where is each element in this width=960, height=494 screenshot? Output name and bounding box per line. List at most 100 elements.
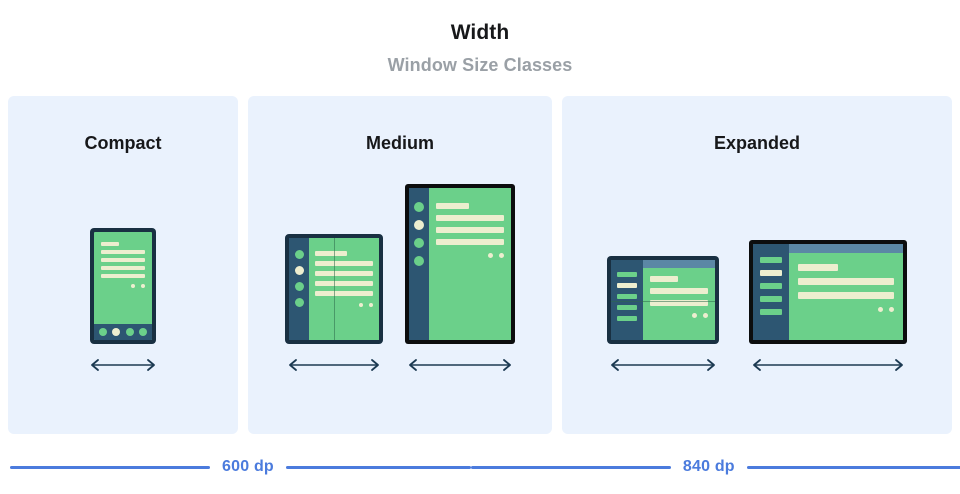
nav-rail-item-active[interactable]	[294, 266, 304, 275]
page-subtitle: Window Size Classes	[387, 55, 573, 75]
scale-rule-segment	[746, 465, 960, 469]
content-line	[101, 250, 145, 254]
nav-rail-item[interactable]	[294, 298, 304, 307]
device-stage-expanded	[562, 174, 952, 434]
width-arrow-compact	[91, 359, 155, 371]
content-dot	[703, 313, 708, 318]
content-line	[101, 266, 145, 270]
nav-rail	[409, 188, 429, 340]
nav-rail-item[interactable]	[760, 283, 782, 289]
content-dot	[488, 253, 493, 258]
content-dots	[650, 313, 708, 318]
nav-rail-item[interactable]	[414, 202, 424, 212]
width-arrow-medium-foldable	[289, 359, 379, 371]
nav-rail	[289, 238, 309, 340]
device-column-tablet-landscape	[749, 240, 907, 372]
scale-rule-segment	[470, 465, 671, 469]
width-arrow-expanded-foldable	[611, 359, 715, 371]
content-line	[436, 227, 504, 233]
content-line	[315, 251, 347, 256]
device-stage-medium	[248, 174, 552, 434]
content-dot	[359, 303, 363, 307]
content-line	[650, 276, 678, 282]
bottom-nav-item[interactable]	[125, 328, 134, 336]
tablet-landscape-content	[789, 244, 903, 340]
content-dots	[101, 284, 145, 288]
panel-medium: Medium	[248, 96, 552, 434]
nav-rail	[753, 244, 789, 340]
breakpoint-label-840: 840 dp	[682, 458, 735, 475]
phone-content	[94, 232, 152, 340]
device-column-foldable-portrait	[285, 234, 383, 372]
nav-rail-item[interactable]	[617, 272, 637, 277]
content-line	[315, 271, 373, 276]
panel-title-compact: Compact	[84, 133, 162, 153]
panel-compact: Compact	[8, 96, 238, 434]
content-line	[650, 300, 708, 306]
foldable-screen	[289, 238, 379, 340]
content-dot	[141, 284, 145, 288]
tablet-screen	[409, 188, 511, 340]
device-foldable-unfolded-portrait	[285, 234, 383, 344]
scale-rule-segment	[285, 465, 471, 469]
nav-rail-item[interactable]	[414, 256, 424, 266]
nav-rail-item[interactable]	[617, 305, 637, 310]
nav-rail-item[interactable]	[760, 257, 782, 263]
device-tablet-landscape	[749, 240, 907, 344]
fold-crease	[611, 301, 715, 302]
content-line	[315, 291, 373, 296]
top-app-bar	[643, 260, 715, 268]
content-dot	[878, 307, 883, 312]
bottom-nav-item[interactable]	[138, 328, 147, 336]
nav-rail-item[interactable]	[414, 238, 424, 248]
content-dot	[889, 307, 894, 312]
content-line	[798, 264, 839, 271]
content-dots	[798, 307, 894, 312]
device-column-foldable-landscape	[607, 256, 719, 372]
device-column-tablet-portrait	[405, 184, 515, 372]
nav-rail-item-active[interactable]	[617, 283, 637, 288]
width-arrow-medium-tablet	[409, 359, 511, 371]
panel-title-expanded: Expanded	[713, 133, 801, 153]
content-dot	[499, 253, 504, 258]
foldable-landscape-screen	[611, 260, 715, 340]
content-dot	[692, 313, 697, 318]
nav-rail-item[interactable]	[617, 294, 637, 299]
tablet-landscape-screen	[753, 244, 903, 340]
nav-rail-item-active[interactable]	[760, 270, 782, 276]
page-title: Width	[450, 21, 510, 44]
content-line	[436, 215, 504, 221]
foldable-content	[309, 238, 379, 340]
content-dot	[131, 284, 135, 288]
device-stage-compact	[8, 174, 238, 434]
fold-crease	[334, 238, 335, 340]
breakpoint-scale: 600 dp 840 dp	[0, 452, 960, 482]
content-line	[315, 261, 373, 266]
nav-rail-item-active[interactable]	[414, 220, 424, 230]
scale-rule-segment	[10, 465, 210, 469]
content-line	[798, 292, 894, 299]
top-app-bar	[789, 244, 903, 253]
nav-rail-item[interactable]	[760, 296, 782, 302]
size-class-panels: Compact	[8, 96, 952, 434]
content-line	[650, 288, 708, 294]
nav-rail-item[interactable]	[294, 250, 304, 259]
content-line	[436, 239, 504, 245]
content-line	[101, 274, 145, 278]
nav-rail-item[interactable]	[617, 316, 637, 321]
nav-rail-item[interactable]	[760, 309, 782, 315]
nav-rail	[611, 260, 643, 340]
phone-bottom-nav	[94, 324, 152, 340]
content-line	[101, 242, 119, 246]
device-phone-portrait	[90, 228, 156, 344]
content-line	[315, 281, 373, 286]
bottom-nav-item[interactable]	[99, 328, 108, 336]
bottom-nav-item-active[interactable]	[112, 328, 121, 336]
panel-expanded: Expanded	[562, 96, 952, 434]
nav-rail-item[interactable]	[294, 282, 304, 291]
content-line	[436, 203, 469, 209]
content-line	[798, 278, 894, 285]
width-arrow-expanded-tablet	[753, 359, 903, 371]
device-foldable-landscape	[607, 256, 719, 344]
content-dots	[315, 303, 373, 307]
